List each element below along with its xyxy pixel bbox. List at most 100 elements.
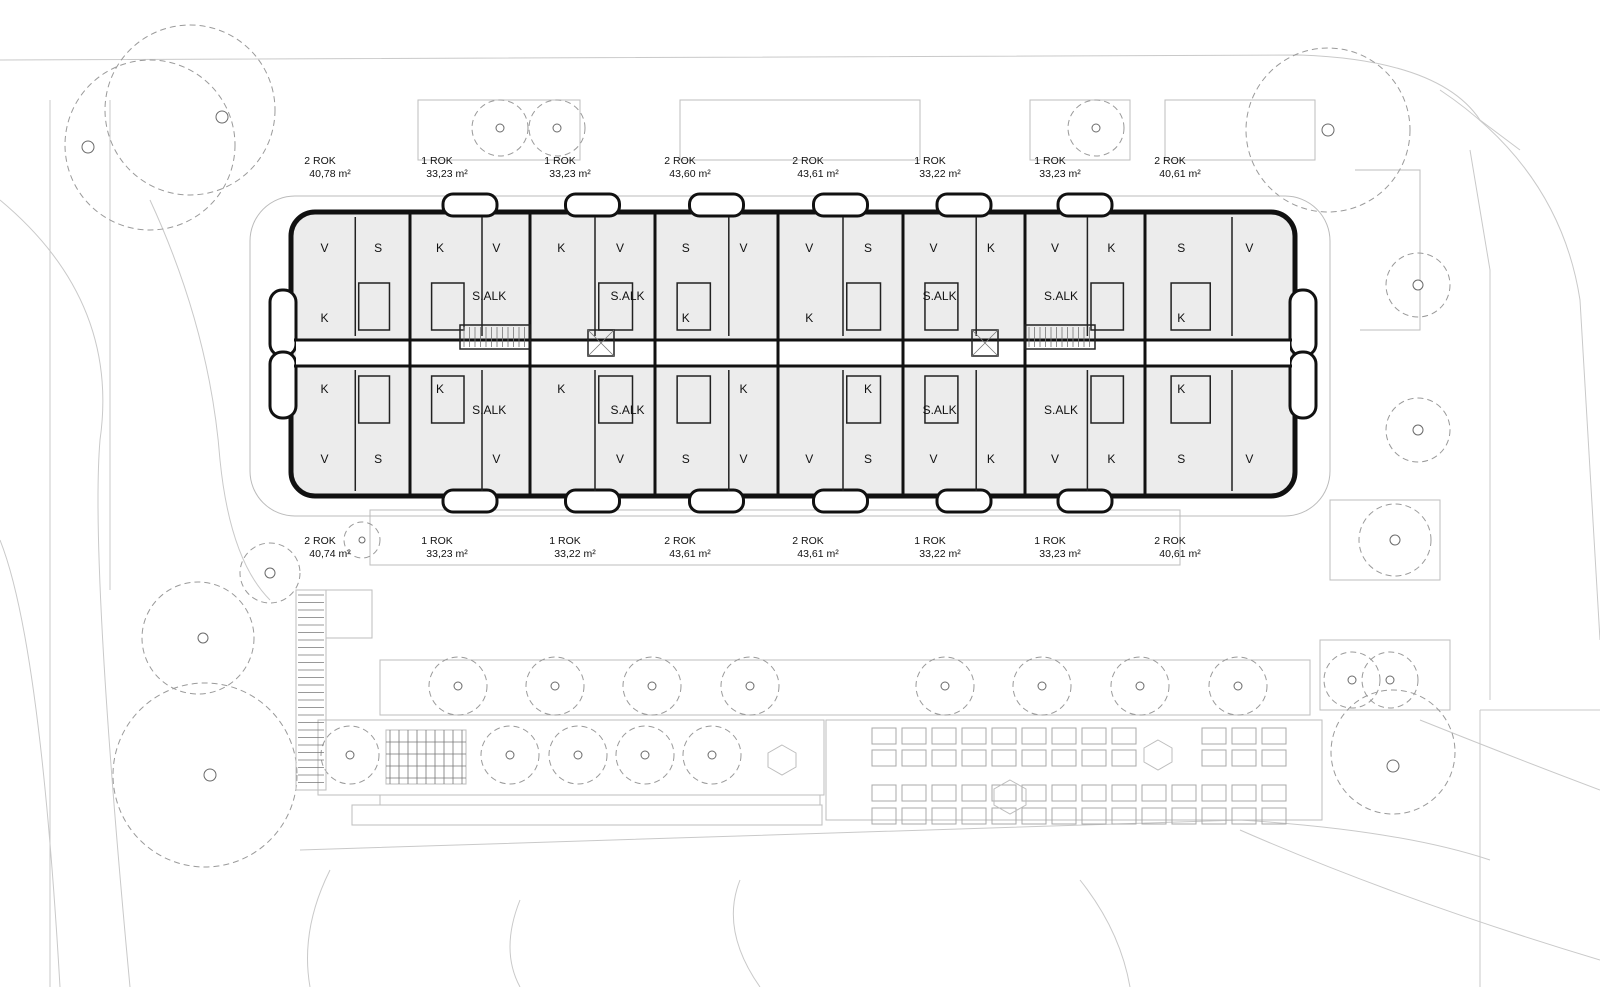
room-label: S bbox=[864, 241, 872, 255]
tree-canopy bbox=[1323, 651, 1381, 709]
tree-trunk bbox=[1037, 681, 1047, 691]
bathroom bbox=[924, 282, 959, 331]
parking-bay bbox=[1021, 784, 1047, 802]
tree-canopy bbox=[548, 725, 608, 785]
bay-window-north bbox=[935, 192, 993, 218]
parking-bay bbox=[1051, 749, 1077, 767]
unit-area: 40,74 m² bbox=[309, 548, 351, 560]
terrace-north-4 bbox=[1164, 99, 1316, 161]
terrace-east bbox=[1329, 499, 1441, 581]
parking-bay bbox=[961, 749, 987, 767]
tree-canopy bbox=[1110, 656, 1170, 716]
room-label: V bbox=[320, 241, 328, 255]
unit-area: 33,23 m² bbox=[426, 548, 468, 560]
tree-canopy bbox=[528, 99, 586, 157]
parking-bay bbox=[871, 749, 897, 767]
bay-window-north bbox=[564, 192, 621, 218]
bathroom bbox=[598, 282, 634, 331]
parking-bay bbox=[1261, 807, 1287, 825]
parking-bay bbox=[1021, 727, 1047, 745]
tree-trunk bbox=[1386, 759, 1400, 773]
unit-type: 2 ROK bbox=[304, 535, 336, 547]
room-label: S bbox=[682, 452, 690, 466]
lift bbox=[587, 329, 615, 357]
lift bbox=[971, 329, 999, 357]
tree-canopy bbox=[239, 542, 301, 604]
stair-landing bbox=[325, 589, 373, 639]
unit-type: 2 ROK bbox=[664, 535, 696, 547]
pergola bbox=[385, 729, 467, 785]
ramp-east bbox=[1355, 169, 1421, 331]
parking-bay bbox=[1081, 784, 1107, 802]
pavilion-arcade bbox=[317, 719, 1323, 826]
bay-window-north bbox=[688, 192, 745, 218]
room-label: V bbox=[805, 241, 813, 255]
unit-area: 33,23 m² bbox=[426, 168, 468, 180]
tree-canopy bbox=[1208, 656, 1268, 716]
unit-area: 43,61 m² bbox=[797, 548, 839, 560]
room-label: K bbox=[987, 452, 995, 466]
room-label: S.ALK bbox=[610, 289, 644, 303]
tree-canopy bbox=[1385, 397, 1451, 463]
parking-bay bbox=[1231, 807, 1257, 825]
parking-bay bbox=[1081, 807, 1107, 825]
site-line-east-3 bbox=[1419, 719, 1600, 791]
room-label: S bbox=[1177, 452, 1185, 466]
room-label: V bbox=[1051, 452, 1059, 466]
unit-area: 43,60 m² bbox=[669, 168, 711, 180]
unit-type: 2 ROK bbox=[792, 155, 824, 167]
parking-bay bbox=[1201, 807, 1227, 825]
bathroom bbox=[1170, 375, 1211, 424]
room-label: K bbox=[320, 382, 328, 396]
tree-trunk bbox=[707, 750, 717, 760]
parking-bay bbox=[1051, 807, 1077, 825]
tree-trunk bbox=[1091, 123, 1101, 133]
bathroom bbox=[676, 282, 712, 331]
bay-window-west bbox=[268, 350, 298, 420]
site-context bbox=[0, 54, 1600, 987]
bathroom bbox=[1090, 282, 1125, 331]
parking-bay bbox=[991, 784, 1017, 802]
bathroom bbox=[676, 375, 712, 424]
tree-canopy bbox=[720, 656, 780, 716]
bathroom bbox=[1170, 282, 1211, 331]
tree-canopy bbox=[428, 656, 488, 716]
parking-bay bbox=[1261, 727, 1287, 745]
room-label: V bbox=[805, 452, 813, 466]
room-label: S.ALK bbox=[472, 403, 506, 417]
tree-canopy bbox=[1330, 689, 1456, 815]
parking-bay bbox=[1081, 727, 1107, 745]
room-label: K bbox=[1177, 382, 1185, 396]
bathroom bbox=[357, 375, 391, 424]
room-label: S.ALK bbox=[923, 403, 957, 417]
parking-bay bbox=[901, 749, 927, 767]
bathroom bbox=[430, 375, 465, 424]
arcade-edge bbox=[379, 794, 821, 806]
parking-bay bbox=[1231, 749, 1257, 767]
stair-cores bbox=[459, 324, 1096, 357]
room-label: V bbox=[320, 452, 328, 466]
parking-bay bbox=[1111, 727, 1137, 745]
tree-trunk bbox=[505, 750, 515, 760]
room-label: K bbox=[682, 311, 690, 325]
stair bbox=[1024, 324, 1096, 350]
bay-windows bbox=[268, 192, 1318, 514]
parking-bay bbox=[1201, 749, 1227, 767]
parking-bay bbox=[1231, 727, 1257, 745]
site-boundary-east bbox=[1469, 149, 1491, 700]
tree-trunk bbox=[745, 681, 755, 691]
tree-canopy bbox=[112, 682, 298, 868]
room-label: S bbox=[864, 452, 872, 466]
tree-trunk bbox=[1233, 681, 1243, 691]
parking-bay bbox=[991, 727, 1017, 745]
room-label: S bbox=[1177, 241, 1185, 255]
stair-ramp bbox=[295, 589, 327, 791]
